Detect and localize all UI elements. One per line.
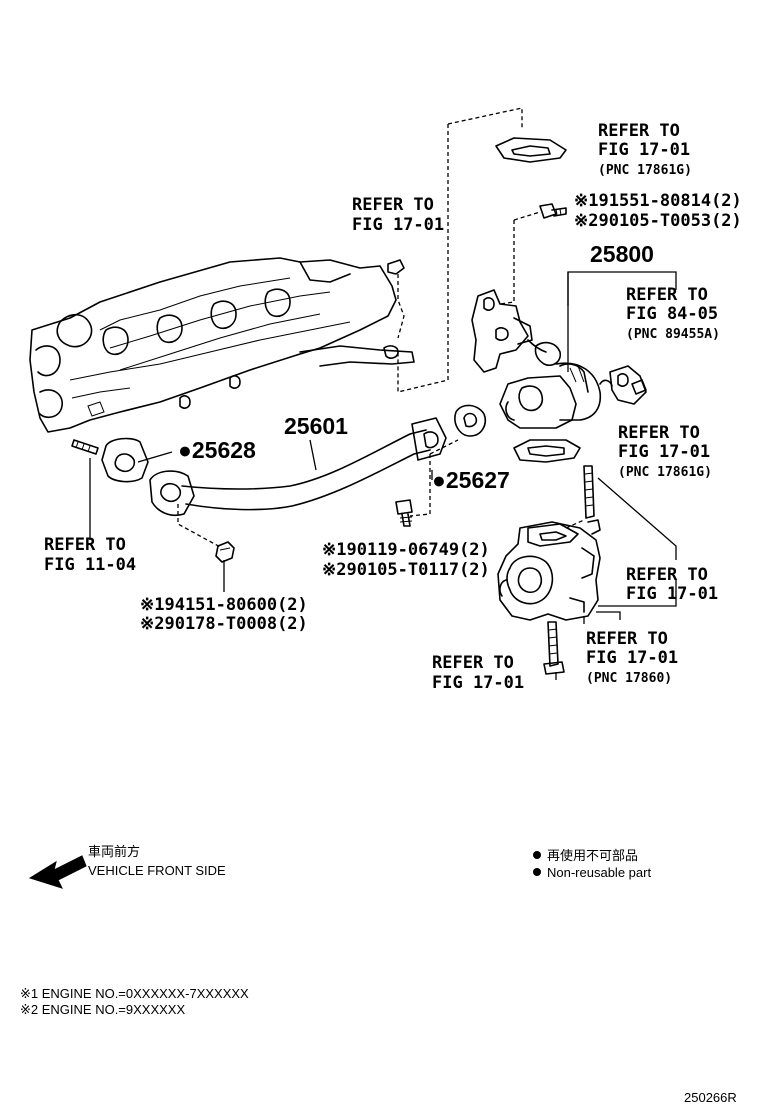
stud-right — [583, 465, 595, 519]
callout-ref-left: REFER TO FIG 11-04 — [44, 535, 136, 575]
callout-nut-left: ※194151-80600(2) ※290178-T0008(2) — [140, 595, 308, 634]
ref-left-line2: FIG 11-04 — [44, 555, 136, 575]
ref-throttle-line2: FIG 17-01 — [586, 648, 678, 668]
bolt-top-line2: ※290105-T0053(2) — [574, 211, 742, 231]
intake-manifold — [29, 257, 415, 433]
bolt-mid-line2: ※290105-T0117(2) — [322, 560, 490, 580]
front-side-en: VEHICLE FRONT SIDE — [88, 863, 226, 878]
ref-left-line1: REFER TO — [44, 535, 126, 555]
ref-top-right-line2: FIG 17-01 — [598, 140, 690, 160]
manifold-stud — [71, 439, 99, 455]
ref-top-right-line1: REFER TO — [598, 121, 680, 141]
part-number-25601: 25601 — [284, 413, 348, 439]
nut-left-line1: ※194151-80600(2) — [140, 595, 308, 615]
callout-ref-bottom-bolt: REFER TO FIG 17-01 — [432, 653, 524, 693]
vehicle-front-indicator: 車両前方 VEHICLE FRONT SIDE — [28, 844, 226, 889]
part-number-25628: ●25628 — [178, 437, 256, 463]
dashed-guides — [177, 107, 585, 549]
ref-stud-right-line1: REFER TO — [626, 565, 708, 585]
callout-ref-gasket-right: REFER TO FIG 17-01 (PNC 17861G) — [618, 423, 712, 480]
ref-top-mid-line1: REFER TO — [352, 195, 434, 215]
gasket-25627 — [454, 404, 486, 437]
part-number-25627: ●25627 — [432, 467, 510, 493]
leader-lines — [89, 271, 677, 680]
ref-sensor-line1: REFER TO — [626, 285, 708, 305]
egr-valve — [471, 289, 613, 429]
callout-ref-stud-right: REFER TO FIG 17-01 — [626, 565, 718, 604]
ref-top-right-pnc: (PNC 17861G) — [598, 163, 692, 178]
sensor — [609, 365, 647, 405]
nut-left — [215, 541, 235, 563]
egr-pipe — [149, 417, 447, 517]
ref-sensor-line2: FIG 84-05 — [626, 304, 718, 324]
callout-ref-sensor: REFER TO FIG 84-05 (PNC 89455A) — [626, 285, 720, 342]
ref-stud-right-line2: FIG 17-01 — [626, 584, 718, 604]
ref-gasket-right-pnc: (PNC 17861G) — [618, 465, 712, 480]
bolt-top-line1: ※191551-80814(2) — [574, 191, 742, 211]
callout-ref-throttle: REFER TO FIG 17-01 (PNC 17860) — [586, 629, 678, 686]
legend-jp: 再使用不可部品 — [547, 848, 638, 863]
bolt-top — [539, 203, 567, 219]
front-arrow-icon — [28, 855, 87, 889]
bolt-mid — [395, 499, 413, 527]
ref-gasket-right-line2: FIG 17-01 — [618, 442, 710, 462]
ref-bottom-bolt-line1: REFER TO — [432, 653, 514, 673]
front-side-jp: 車両前方 — [88, 844, 140, 859]
bullet-icon — [533, 868, 541, 876]
gasket-25628 — [101, 437, 149, 483]
callout-ref-top-right: REFER TO FIG 17-01 (PNC 17861G) — [598, 121, 692, 178]
diagram-code: 250266R — [684, 1090, 737, 1105]
engine-notes: ※1 ENGINE NO.=0XXXXXX-7XXXXXX ※2 ENGINE … — [20, 986, 249, 1017]
nut-left-line2: ※290178-T0008(2) — [140, 614, 308, 634]
bolt-mid-line1: ※190119-06749(2) — [322, 540, 490, 560]
bullet-icon — [533, 851, 541, 859]
ref-throttle-line1: REFER TO — [586, 629, 668, 649]
callout-bolt-top: ※191551-80814(2) ※290105-T0053(2) — [574, 191, 742, 231]
callout-ref-top-mid: REFER TO FIG 17-01 — [352, 195, 444, 235]
ref-top-mid-line2: FIG 17-01 — [352, 215, 444, 235]
throttle-body — [497, 519, 601, 621]
ref-bottom-bolt-line2: FIG 17-01 — [432, 673, 524, 693]
small-bracket — [387, 259, 405, 275]
gasket-right — [513, 439, 581, 463]
ref-throttle-pnc: (PNC 17860) — [586, 671, 672, 686]
callout-bolt-mid: ※190119-06749(2) ※290105-T0117(2) — [322, 540, 490, 580]
ref-sensor-pnc: (PNC 89455A) — [626, 327, 720, 342]
part-number-25800: 25800 — [590, 241, 654, 267]
gasket-top — [495, 137, 567, 163]
engine-note-2: ※2 ENGINE NO.=9XXXXXX — [20, 1002, 185, 1017]
bolt-bottom — [543, 621, 565, 675]
non-reusable-legend: 再使用不可部品 Non-reusable part — [533, 848, 651, 880]
legend-en: Non-reusable part — [547, 865, 651, 880]
ref-gasket-right-line1: REFER TO — [618, 423, 700, 443]
engine-note-1: ※1 ENGINE NO.=0XXXXXX-7XXXXXX — [20, 986, 249, 1001]
